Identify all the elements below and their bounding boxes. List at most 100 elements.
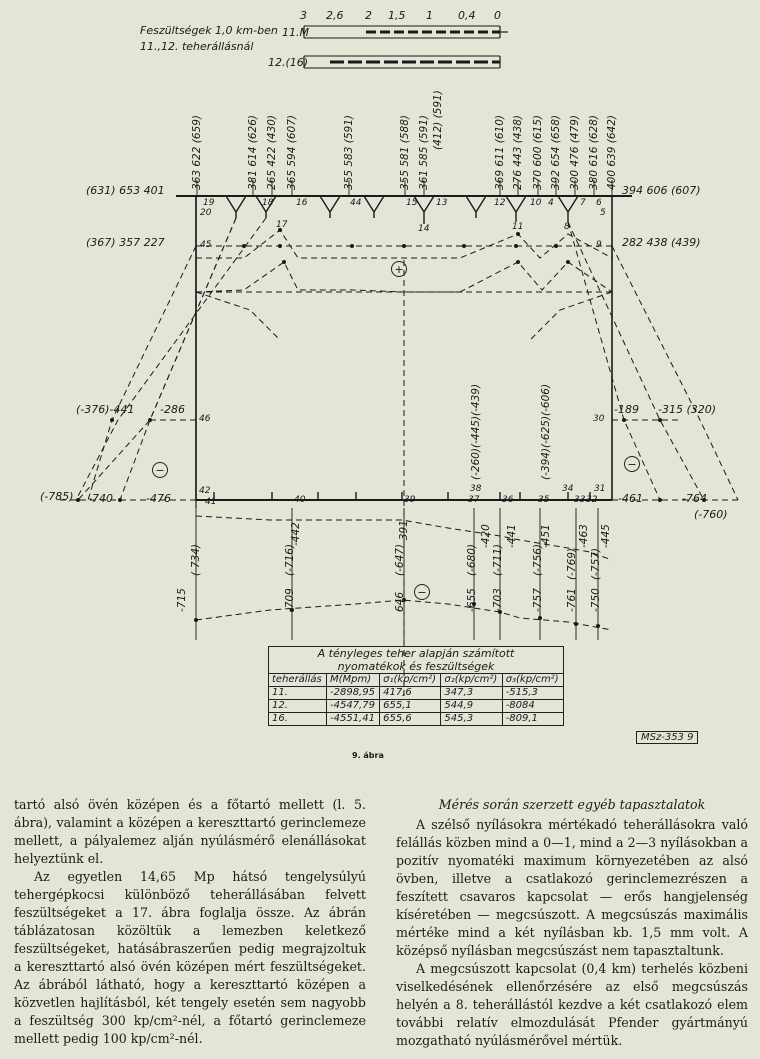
bottom-value: -451 <box>540 524 552 548</box>
top-value: 370 600 (615) <box>532 115 544 190</box>
node-number: 15 <box>406 198 418 208</box>
table-header: σ₂(kp/cm²) <box>440 673 503 687</box>
minus-sign: − <box>624 456 640 472</box>
node-number: 40 <box>294 495 306 505</box>
bottom-value: (-680) <box>466 543 478 576</box>
bottom-value: -709 <box>284 588 296 612</box>
bottom-value: (-716) <box>284 543 296 576</box>
scale-tick: 2 <box>365 9 372 22</box>
top-value: 380 616 (628) <box>588 115 600 190</box>
scale-tick: 2,6 <box>326 9 344 22</box>
node-number: 14 <box>418 224 430 234</box>
scale-tick: 0 <box>494 9 501 22</box>
scale-label-2: 11.,12. teherállásnál <box>140 40 254 53</box>
top-value: 392 654 (658) <box>550 115 562 190</box>
bottom-value: -703 <box>492 588 504 612</box>
node-number: 35 <box>538 495 550 505</box>
standard-mark: MSz-353 9 <box>636 731 699 744</box>
table-header: σ₃(kp/cm²) <box>501 673 565 687</box>
node-number: 32 <box>586 495 598 505</box>
paragraph: A megcsúszott kapcsolat (0,4 km) terhelé… <box>396 961 748 1048</box>
node-number: 18 <box>262 198 274 208</box>
paragraph: tartó alsó övén középen és a főtartó mel… <box>14 797 366 866</box>
scale-row-1216: 12.(16) <box>268 56 309 69</box>
mid-vertical-value: (-394)(-625)(-606) <box>540 383 552 480</box>
side-low-left-b: -286 <box>160 403 185 416</box>
node-number: 10 <box>530 198 542 208</box>
side-mid-left: (367) 357 227 <box>86 236 165 249</box>
minus-sign: − <box>152 462 168 478</box>
side-low-right-b: -315 (320) <box>658 403 717 416</box>
bottom-value: -655 <box>466 588 478 612</box>
scale-tick: 1,5 <box>388 9 406 22</box>
table-header: teherállás <box>268 673 327 687</box>
right-column: Mérés során szerzett egyéb tapasztalatok… <box>396 796 748 1050</box>
side-bot-right-a: -461 <box>618 492 643 505</box>
node-number: 7 <box>580 198 586 208</box>
node-number: 12 <box>494 198 506 208</box>
bottom-value: -715 <box>176 588 188 612</box>
scale-label-1: Feszültségek 1,0 km-ben <box>140 24 278 37</box>
top-value: 276 443 (438) <box>512 115 524 190</box>
bottom-value: -391 <box>398 520 410 544</box>
top-value: 355 581 (588) <box>399 115 411 190</box>
bottom-value: -463 <box>578 524 590 548</box>
bottom-value: -750 <box>590 588 602 612</box>
scale-tick: 1 <box>426 9 433 22</box>
node-number: 44 <box>350 198 362 208</box>
node-number: 17 <box>276 220 288 230</box>
side-bot-right-c: (-760) <box>694 508 728 521</box>
node-number: 36 <box>502 495 514 505</box>
scale-row-11m: 11.M <box>282 26 309 39</box>
side-mid-right: 282 438 (439) <box>622 236 701 249</box>
side-upper-left: (631) 653 401 <box>86 184 165 197</box>
bottom-value: (-769) <box>566 547 578 580</box>
scale-tick: 0,4 <box>458 9 476 22</box>
node-number: 9 <box>596 240 602 250</box>
bottom-value: -441 <box>506 524 518 548</box>
table-header-row: teherállás M(Mpm) σ₁(kp/cm²) σ₂(kp/cm²) … <box>268 673 565 687</box>
side-bot-left-a: (-785) <box>40 490 74 503</box>
bottom-value: -757 <box>532 588 544 612</box>
top-value: 400 639 (642) <box>606 115 618 190</box>
node-number: 8 <box>564 222 570 232</box>
top-value: 300 476 (479) <box>569 115 581 190</box>
side-bot-right-b: -764 <box>682 492 707 505</box>
side-low-right-a: -189 <box>614 403 639 416</box>
top-value: 361 585 (591) <box>418 115 430 190</box>
side-bot-left-b: -740 <box>88 492 113 505</box>
side-bot-left-c: -476 <box>146 492 171 505</box>
node-number: 45 <box>200 240 212 250</box>
node-number: 6 <box>596 198 602 208</box>
bottom-value: -420 <box>480 524 492 548</box>
top-value: 265 422 (430) <box>266 115 278 190</box>
node-number: 41 <box>205 497 217 507</box>
node-number: 33 <box>574 495 586 505</box>
top-value: 369 611 (610) <box>494 115 506 190</box>
node-number: 37 <box>468 495 480 505</box>
bottom-value: (-757) <box>590 547 602 580</box>
node-number: 19 <box>203 198 215 208</box>
node-number: 46 <box>199 414 211 424</box>
node-number: 34 <box>562 484 574 494</box>
paragraph: A szélső nyílásokra mértékadó teherállás… <box>396 817 748 958</box>
table-header: M(Mpm) <box>325 673 381 687</box>
node-number: 42 <box>199 486 211 496</box>
node-number: 38 <box>470 484 482 494</box>
bottom-value: (-756) <box>532 543 544 576</box>
bottom-value: (-647) <box>394 543 406 576</box>
section-heading: Mérés során szerzett egyéb tapasztalatok <box>438 797 706 812</box>
stress-diagram <box>60 25 740 700</box>
top-value: (412) (591) <box>432 90 444 150</box>
node-number: 31 <box>594 484 606 494</box>
figure-caption: 9. ábra <box>352 751 384 760</box>
bottom-value: -445 <box>600 524 612 548</box>
side-low-left-a: (-376)-441 <box>76 403 135 416</box>
top-value: 363 622 (659) <box>191 115 203 190</box>
table-header: σ₁(kp/cm²) <box>379 673 442 687</box>
